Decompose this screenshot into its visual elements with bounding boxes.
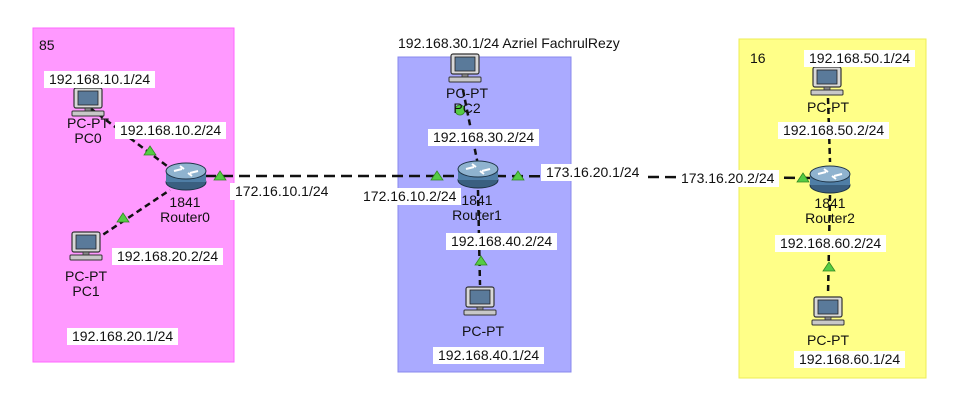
ip-label-r2-wan: 173.16.20.2/24	[676, 170, 780, 187]
pc0-type: PC-PT	[67, 115, 109, 131]
ip-label-r1-lan30: 192.168.30.2/24	[428, 129, 540, 146]
pc1-name: PC1	[72, 283, 100, 299]
router1-icon[interactable]	[457, 160, 499, 189]
ip-label-pc60: 192.168.60.1/24	[794, 351, 906, 368]
status-up-triangle	[511, 170, 525, 181]
router0-model: 1841	[169, 194, 201, 210]
status-up-triangle	[796, 172, 810, 183]
status-dot	[454, 104, 466, 116]
ip-label-r2-lan50: 192.168.50.2/24	[778, 122, 890, 139]
router2-model: 1841	[814, 195, 846, 211]
pc-60-label: PC-PT	[802, 333, 854, 348]
pc0-icon[interactable]	[71, 87, 105, 117]
ip-label-r2-lan60: 192.168.60.2/24	[775, 235, 887, 252]
pc-60-icon[interactable]	[811, 296, 845, 326]
pc2-type: PC-PT	[446, 85, 488, 101]
status-up-triangle	[430, 170, 444, 181]
zone-yellow-label: 16	[750, 50, 766, 66]
pc2-name: PC2	[453, 100, 481, 116]
pc-40-type: PC-PT	[462, 323, 504, 339]
status-up-triangle	[822, 261, 836, 272]
link-router1-pc40[interactable]	[476, 189, 482, 286]
status-up-triangle	[116, 212, 130, 223]
pc2-label: PC-PT PC2	[441, 86, 493, 116]
router2-icon[interactable]	[809, 165, 851, 194]
zone-pink-label: 85	[39, 37, 55, 53]
router2-name: Router2	[805, 210, 855, 226]
router0-label: 1841 Router0	[150, 195, 220, 225]
ip-label-r0-lan2: 192.168.20.2/24	[112, 248, 224, 265]
pc-50-type: PC-PT	[807, 99, 849, 115]
pc-40-icon[interactable]	[463, 286, 497, 316]
pc0-name: PC0	[74, 130, 102, 146]
router1-label: 1841 Router1	[445, 193, 509, 223]
ip-label-r1-lan40: 192.168.40.2/24	[446, 233, 558, 250]
link-pc1-router0[interactable]	[94, 188, 171, 242]
router2-label: 1841 Router2	[795, 196, 865, 226]
pc0-label: PC-PT PC0	[62, 116, 114, 146]
pc1-label: PC-PT PC1	[60, 269, 112, 299]
status-up-triangle	[143, 145, 157, 156]
router1-model: 1841	[461, 192, 493, 208]
header-note: 192.168.30.1/24 Azriel FachrulRezy	[398, 35, 620, 51]
pc1-icon[interactable]	[69, 231, 103, 261]
zone-blue	[397, 56, 572, 373]
ip-label-r1-wan1: 173.16.20.1/24	[541, 164, 645, 181]
status-up-triangle	[213, 170, 227, 181]
pc1-type: PC-PT	[65, 268, 107, 284]
pc-50-icon[interactable]	[810, 66, 844, 96]
pc-50-label: PC-PT	[802, 100, 854, 115]
ip-label-r0-lan1: 192.168.10.2/24	[115, 122, 227, 139]
router0-icon[interactable]	[165, 162, 207, 191]
link-status-indicators	[116, 104, 836, 272]
pc-60-type: PC-PT	[807, 332, 849, 348]
ip-label-pc1: 192.168.20.1/24	[67, 328, 179, 345]
status-up-triangle	[474, 255, 488, 266]
router0-name: Router0	[160, 209, 210, 225]
ip-label-pc50: 192.168.50.1/24	[804, 50, 916, 67]
link-pc2-router1[interactable]	[461, 89, 480, 166]
pc-40-label: PC-PT	[453, 324, 513, 339]
ip-label-r1-wan0: 172.16.10.2/24	[358, 188, 462, 205]
ip-label-pc0: 192.168.10.1/24	[44, 71, 156, 88]
pc2-icon[interactable]	[448, 53, 482, 83]
ip-label-pc40: 192.168.40.1/24	[433, 347, 545, 364]
link-pc0-router0[interactable]	[89, 107, 176, 173]
ip-label-r0-wan: 172.16.10.1/24	[230, 183, 334, 200]
router1-name: Router1	[452, 207, 502, 223]
